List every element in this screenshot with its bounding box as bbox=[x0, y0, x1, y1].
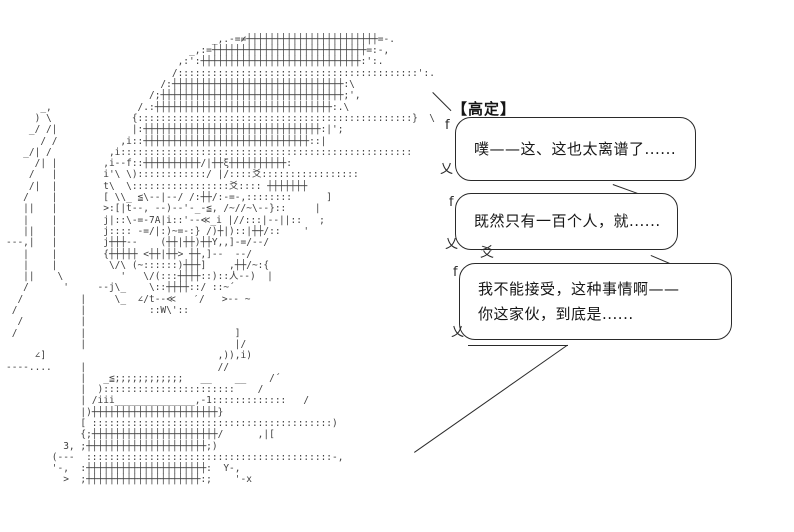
speech-bubble-3: 我不能接受，这种事情啊—— 你这家伙，到底是...... bbox=[459, 263, 732, 340]
speech-bubble-1-text: 噗——这、这也太离谱了...... bbox=[474, 139, 677, 158]
bubble3-x-glyph: 乂 bbox=[451, 325, 465, 340]
ascii-art-portrait: _,.-=≠┼┼┼┼┼┼┼┼┼┼┼┼┼┼┼┼┼┼┼┼┼┼┼=-. _,:=┼┼┼… bbox=[6, 33, 435, 486]
bubble3-tail-diagonal bbox=[414, 344, 568, 453]
bubble1-x-glyph: 乂 bbox=[440, 162, 454, 177]
bubble-chain-glyph: 爻 bbox=[480, 245, 494, 261]
bubble2-x-glyph: 乂 bbox=[445, 237, 459, 252]
speech-bubble-3-text: 我不能接受，这种事情啊—— 你这家伙，到底是...... bbox=[478, 279, 680, 323]
bubble3-tail-horizontal bbox=[468, 345, 568, 346]
speech-bubble-2: 既然只有一百个人，就...... bbox=[455, 193, 678, 250]
speech-bubble-2-text: 既然只有一百个人，就...... bbox=[474, 212, 661, 230]
speaker-label: 【高定】 bbox=[452, 100, 517, 118]
speech-bubble-1: 噗——这、这也太离谱了...... bbox=[455, 117, 696, 181]
bubble2-f-glyph: f bbox=[449, 195, 454, 210]
label-leader-line bbox=[432, 92, 452, 112]
bubble1-f-glyph: f bbox=[445, 118, 450, 133]
bubble3-f-glyph: f bbox=[453, 265, 458, 280]
